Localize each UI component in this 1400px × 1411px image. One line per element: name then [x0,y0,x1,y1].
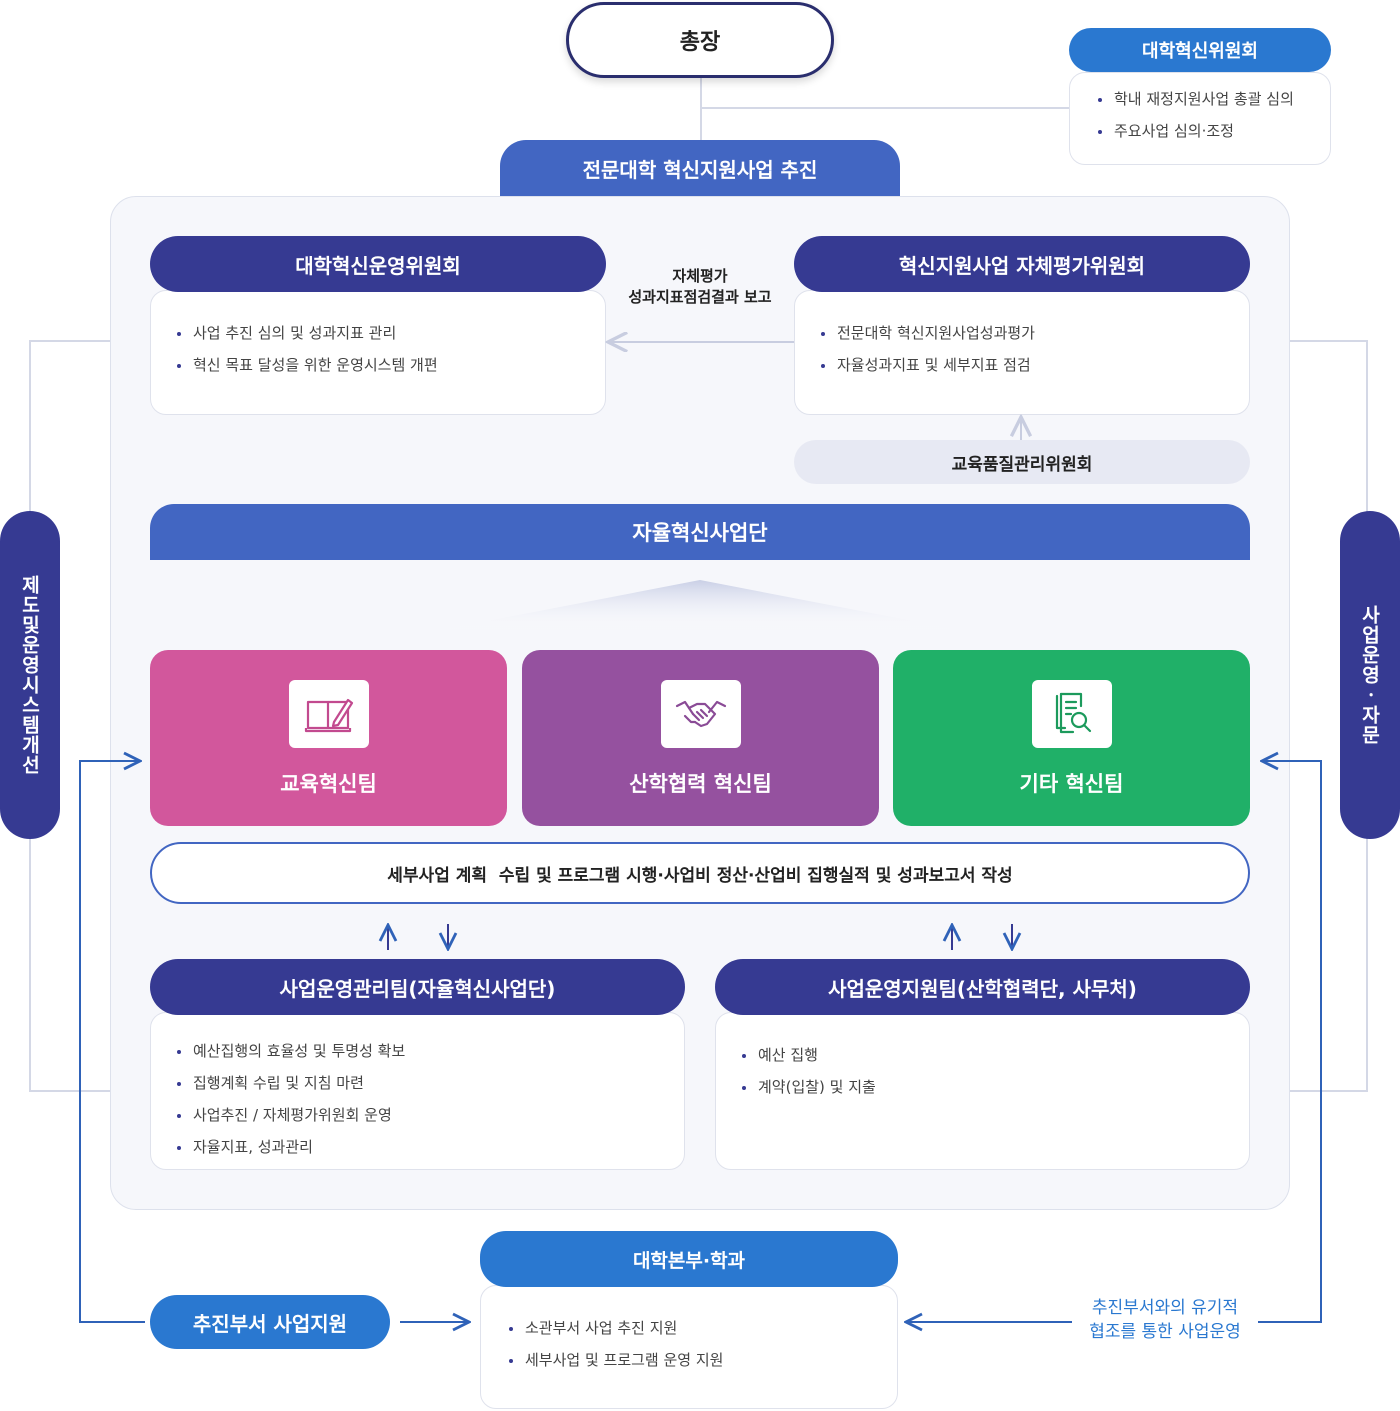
hq-item: 소관부서 사업 추진 지원 [509,1312,723,1344]
hq-card: 소관부서 사업 추진 지원 세부사업 및 프로그램 운영 지원 [480,1285,898,1409]
evaluation-committee-title-text: 혁신지원사업 자체평가위원회 [898,253,1146,278]
hq-title: 대학본부·학과 [480,1231,898,1287]
mgmt-team-item: 집행계획 수립 및 지침 마련 [177,1067,405,1099]
book-pen-icon [288,680,369,748]
document-search-icon [1031,680,1112,748]
mgmt-team-title: 사업운영관리팀(자율혁신사업단) [150,959,685,1015]
updown-arrows-left [370,920,460,954]
updown-arrows-right [934,920,1024,954]
promo-support-label: 추진부서 사업지원 [192,1311,348,1336]
innovation-committee-title: 대학혁신위원회 [1069,28,1331,72]
team-industry-label: 산학협력 혁신팀 [629,772,772,796]
mgmt-team-item: 사업추진 / 자체평가위원회 운영 [177,1099,405,1131]
autonomy-group-title: 자율혁신사업단 [632,521,768,545]
report-label: 자체평가 성과지표점검결과 보고 [606,266,794,308]
side-right-pill: 사업운영ㆍ자문 [1340,511,1400,839]
hq-title-text: 대학본부·학과 [632,1249,746,1272]
side-right-text: 사업운영ㆍ자문 [1358,605,1381,745]
team-other: 기타 혁신팀 [893,650,1250,826]
support-team-card: 예산 집행 계약(입찰) 및 지출 [715,1012,1250,1170]
project-banner-title: 전문대학 혁신지원사업 추진 [582,157,818,182]
report-label-line2: 성과지표점검결과 보고 [628,288,772,306]
operation-committee-card: 사업 추진 심의 및 성과지표 관리 혁신 목표 달성을 위한 운영시스템 개편 [150,290,606,415]
mgmt-team-item: 자율지표, 성과관리 [177,1131,405,1163]
promo-support-pill: 추진부서 사업지원 [150,1295,390,1349]
coop-label-line1: 추진부서와의 유기적 [1091,1298,1239,1318]
operation-committee-title: 대학혁신운영위원회 [150,236,606,292]
operation-committee-item: 혁신 목표 달성을 위한 운영시스템 개편 [177,349,438,381]
side-left-text: 제도및운영시스템개선 [18,575,41,775]
innovation-committee-item: 주요사업 심의·조정 [1098,115,1294,147]
quality-committee-box: 교육품질관리위원회 [794,440,1250,484]
quality-up-arrow [1010,414,1032,440]
report-label-line1: 자체평가 [672,267,728,285]
mgmt-team-title-text: 사업운영관리팀(자율혁신사업단) [279,976,556,1001]
tasks-text: 세부사업 계획 수립 및 프로그램 시행·사업비 정산·산업비 집행실적 및 성… [387,865,1013,886]
handshake-icon [660,680,741,748]
side-left-pill: 제도및운영시스템개선 [0,511,60,839]
autonomy-group-header: 자율혁신사업단 [150,504,1250,560]
team-other-label: 기타 혁신팀 [1019,772,1124,796]
team-education-label: 교육혁신팀 [280,772,377,796]
support-team-title: 사업운영지원팀(산학협력단, 사무처) [715,959,1250,1015]
evaluation-committee-title: 혁신지원사업 자체평가위원회 [794,236,1250,292]
innovation-committee-item: 학내 재정지원사업 총괄 심의 [1098,83,1294,115]
report-arrow [604,332,794,352]
team-education: 교육혁신팀 [150,650,507,826]
president-label: 총장 [679,30,721,55]
president-box: 총장 [566,2,834,78]
tasks-bar: 세부사업 계획 수립 및 프로그램 시행·사업비 정산·산업비 집행실적 및 성… [150,842,1250,904]
operation-committee-item: 사업 추진 심의 및 성과지표 관리 [177,317,438,349]
mgmt-team-item: 예산집행의 효율성 및 투명성 확보 [177,1035,405,1067]
mgmt-team-card: 예산집행의 효율성 및 투명성 확보 집행계획 수립 및 지침 마련 사업추진 … [150,1012,685,1170]
operation-committee-title-text: 대학혁신운영위원회 [295,253,461,278]
autonomy-triangle [430,580,970,632]
evaluation-committee-card: 전문대학 혁신지원사업성과평가 자율성과지표 및 세부지표 점검 [794,290,1250,415]
coop-label-line2: 협조를 통한 사업운영 [1089,1322,1241,1342]
innovation-committee-title-text: 대학혁신위원회 [1142,41,1258,62]
innovation-committee-card: 학내 재정지원사업 총괄 심의 주요사업 심의·조정 [1069,72,1331,165]
support-team-item: 계약(입찰) 및 지출 [742,1071,876,1103]
support-team-item: 예산 집행 [742,1039,876,1071]
hq-item: 세부사업 및 프로그램 운영 지원 [509,1344,723,1376]
team-industry: 산학협력 혁신팀 [522,650,879,826]
support-team-title-text: 사업운영지원팀(산학협력단, 사무처) [828,976,1137,1001]
evaluation-committee-item: 전문대학 혁신지원사업성과평가 [821,317,1035,349]
evaluation-committee-item: 자율성과지표 및 세부지표 점검 [821,349,1035,381]
project-banner: 전문대학 혁신지원사업 추진 [500,140,900,196]
coop-label: 추진부서와의 유기적 협조를 통한 사업운영 [1072,1296,1258,1344]
quality-committee-title: 교육품질관리위원회 [951,454,1093,475]
